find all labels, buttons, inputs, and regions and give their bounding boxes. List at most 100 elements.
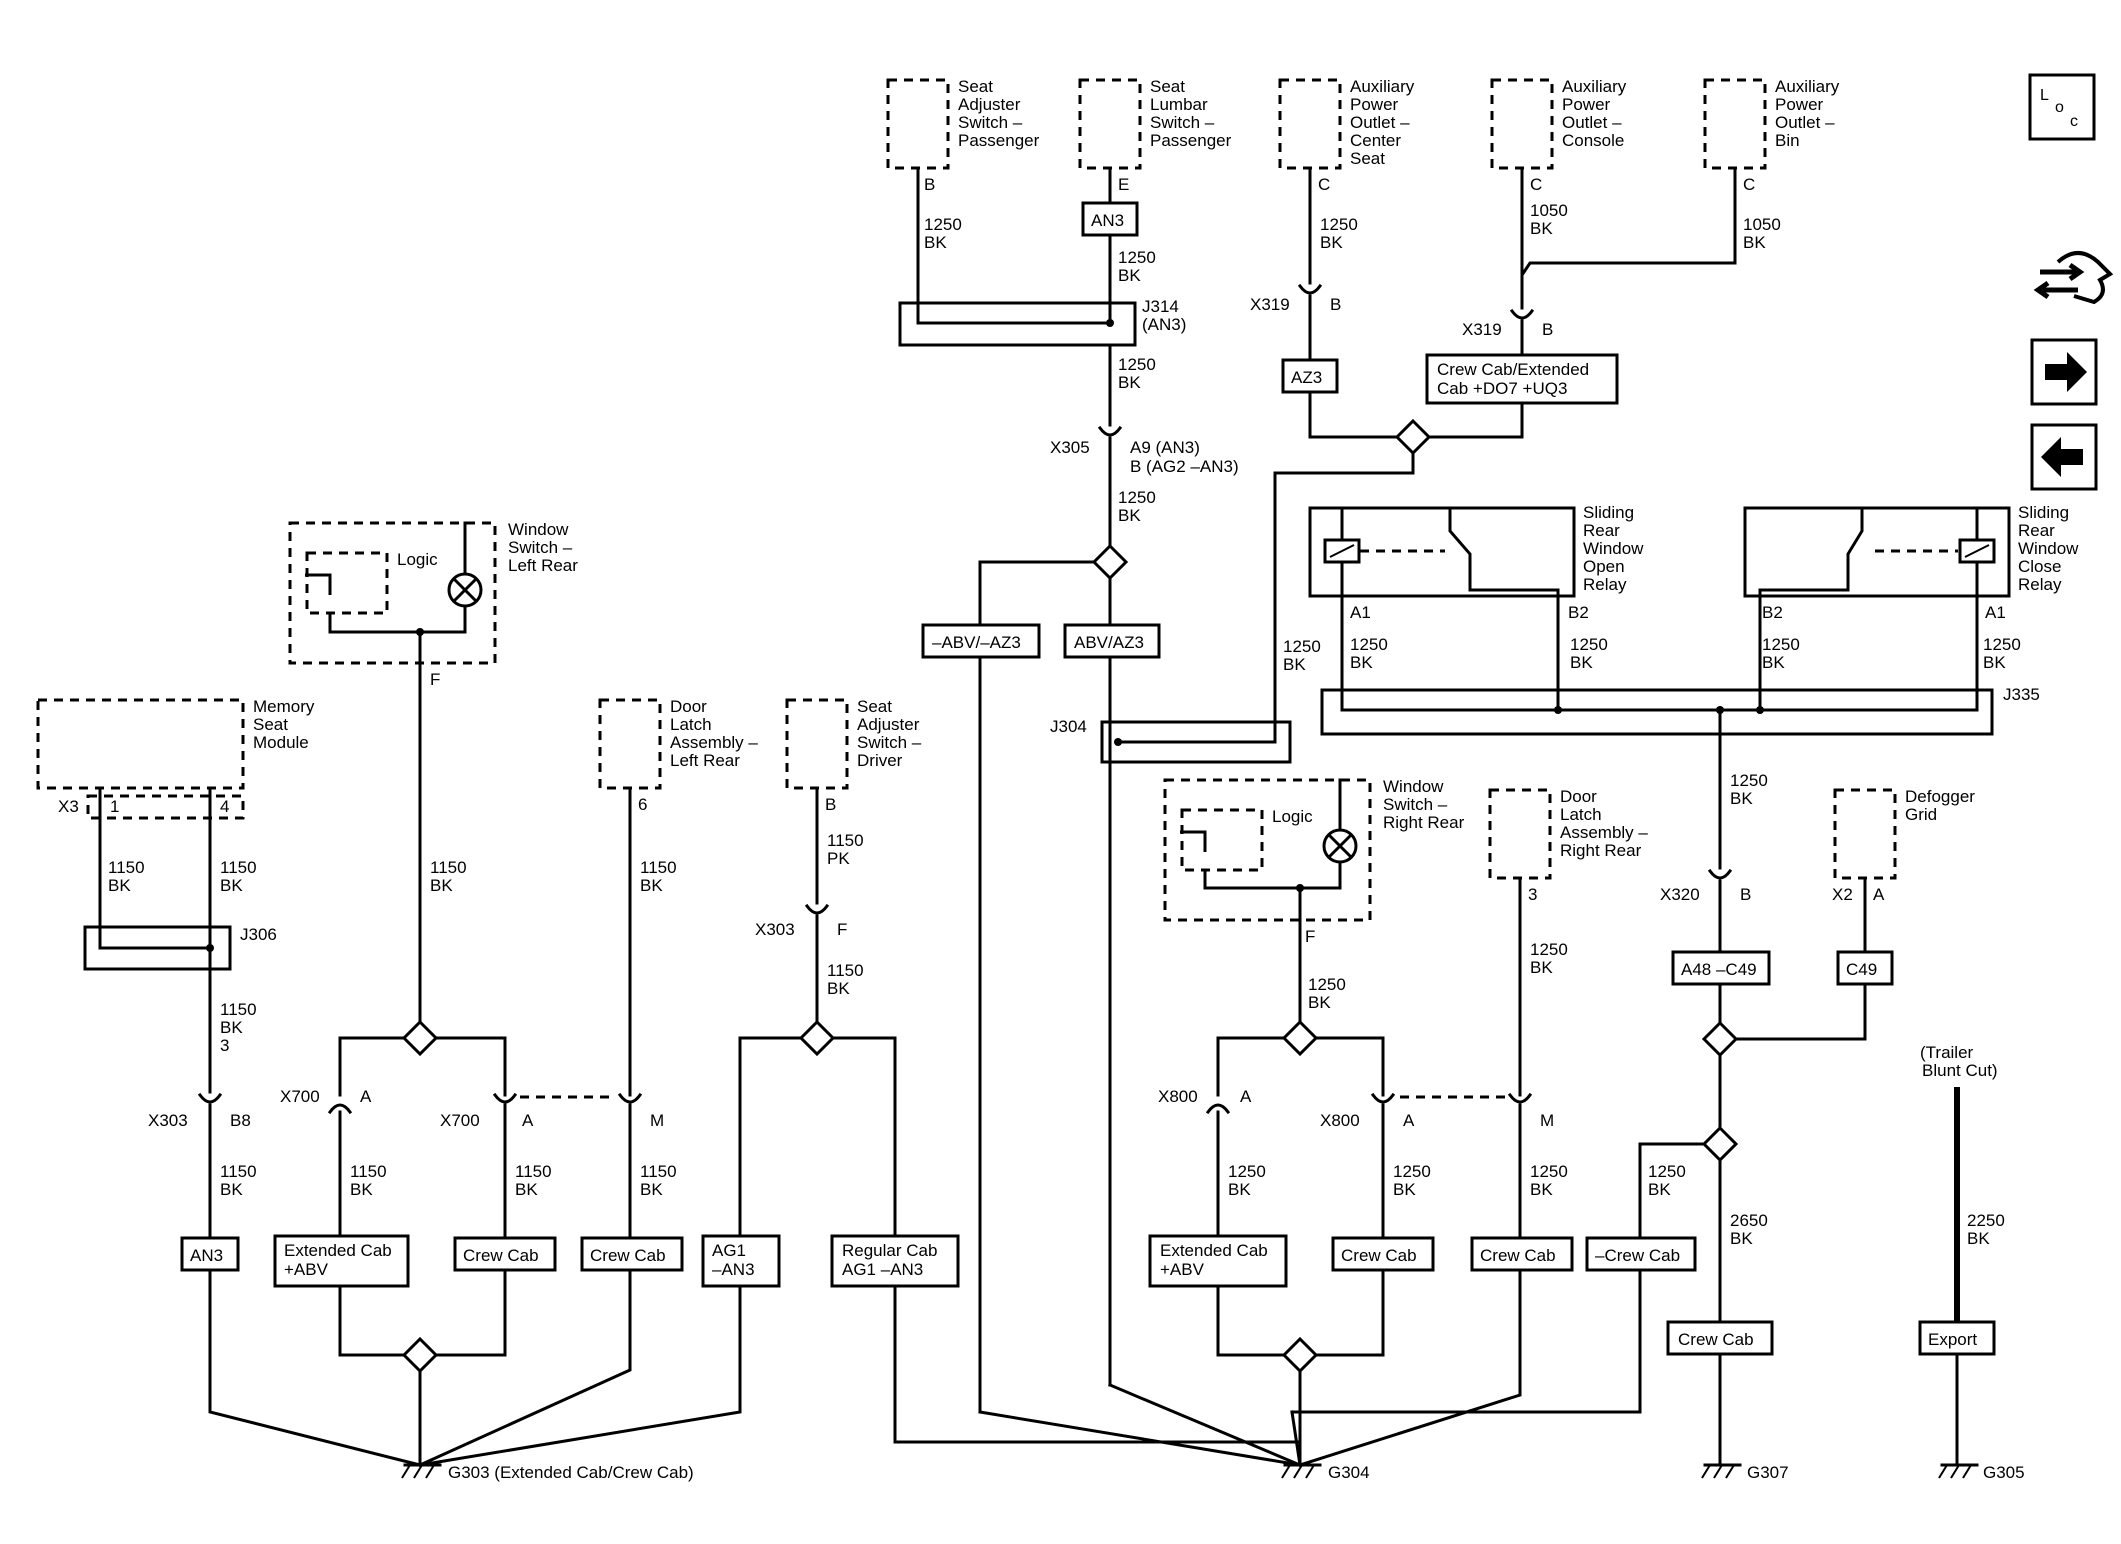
svg-text:Logic: Logic (1272, 807, 1313, 826)
svg-text:Seat: Seat (1150, 77, 1185, 96)
svg-text:BK: BK (220, 1180, 243, 1199)
svg-text:A: A (1240, 1087, 1252, 1106)
defogger-grid: Defogger Grid X2 A (1832, 787, 1975, 904)
svg-text:G305: G305 (1983, 1463, 2025, 1482)
connector-x319-right: X319 B (1462, 308, 1553, 339)
svg-text:BK: BK (350, 1180, 373, 1199)
svg-text:1250: 1250 (1118, 355, 1156, 374)
svg-text:Crew Cab: Crew Cab (1678, 1330, 1754, 1349)
svg-text:1250: 1250 (1570, 635, 1608, 654)
svg-text:BK: BK (1393, 1180, 1416, 1199)
svg-text:Cab +DO7 +UQ3: Cab +DO7 +UQ3 (1437, 379, 1567, 398)
svg-text:1150: 1150 (220, 1162, 257, 1181)
svg-text:BK: BK (220, 1018, 243, 1037)
svg-text:BK: BK (640, 1180, 663, 1199)
svg-text:Memory: Memory (253, 697, 315, 716)
option-box-az3: AZ3 (1281, 358, 1339, 394)
ground-g303: G303 (Extended Cab/Crew Cab) (401, 1463, 694, 1482)
arrow-left-button[interactable] (2030, 423, 2098, 491)
svg-text:1150: 1150 (515, 1162, 552, 1181)
svg-text:1250: 1250 (1283, 637, 1321, 656)
aux-power-outlet-bin: Auxiliary Power Outlet – Bin C 1050 BK (1703, 77, 1840, 252)
svg-text:Door: Door (1560, 787, 1597, 806)
svg-text:1250: 1250 (1530, 940, 1568, 959)
option-box-export: Export (1918, 1320, 1996, 1356)
svg-text:C: C (1743, 175, 1755, 194)
svg-text:AN3: AN3 (1091, 211, 1124, 230)
svg-text:A: A (1873, 885, 1885, 904)
svg-text:B: B (825, 795, 836, 814)
svg-text:Sliding: Sliding (2018, 503, 2069, 522)
svg-text:4: 4 (220, 797, 229, 816)
svg-text:C49: C49 (1846, 960, 1877, 979)
svg-text:Crew Cab/Extended: Crew Cab/Extended (1437, 360, 1589, 379)
svg-text:Crew Cab: Crew Cab (1341, 1246, 1417, 1265)
svg-text:B2: B2 (1568, 603, 1589, 622)
svg-text:X700: X700 (440, 1111, 480, 1130)
svg-text:1250: 1250 (1118, 488, 1156, 507)
svg-text:Passenger: Passenger (958, 131, 1040, 150)
connector-swap-icon[interactable] (2033, 251, 2114, 305)
svg-text:1250: 1250 (924, 215, 962, 234)
option-box-an3-lumbar: AN3 (1081, 201, 1139, 237)
svg-text:Window: Window (1583, 539, 1644, 558)
svg-text:1150: 1150 (640, 858, 677, 877)
svg-text:1: 1 (110, 797, 119, 816)
svg-text:1150: 1150 (220, 1000, 257, 1019)
svg-text:Window: Window (1383, 777, 1444, 796)
option-box-crew-cab-right-1: Crew Cab (1331, 1236, 1435, 1272)
svg-text:X305: X305 (1050, 438, 1090, 457)
svg-text:Relay: Relay (1583, 575, 1627, 594)
loc-button[interactable]: L o c (2028, 73, 2096, 141)
svg-text:B (AG2 –AN3): B (AG2 –AN3) (1130, 457, 1239, 476)
svg-text:Extended Cab: Extended Cab (284, 1241, 392, 1260)
svg-text:B: B (1330, 295, 1341, 314)
svg-text:1150: 1150 (827, 831, 864, 850)
svg-text:1050: 1050 (1743, 215, 1781, 234)
svg-text:Close: Close (2018, 557, 2061, 576)
svg-text:AG1: AG1 (712, 1241, 746, 1260)
option-box-neg-abv-az3: –ABV/–AZ3 (921, 623, 1041, 659)
svg-text:+ABV: +ABV (1160, 1260, 1205, 1279)
arrow-right-button[interactable] (2030, 338, 2098, 406)
ground-g304: G304 (1281, 1463, 1370, 1482)
svg-text:BK: BK (1648, 1180, 1671, 1199)
svg-text:Adjuster: Adjuster (958, 95, 1021, 114)
memory-seat-module: Memory Seat Module X3 1 4 1150 BK 1150 B… (36, 697, 315, 895)
svg-text:1150: 1150 (108, 858, 145, 877)
svg-text:A1: A1 (1985, 603, 2006, 622)
svg-text:Latch: Latch (1560, 805, 1602, 824)
connector-x700-a-right: X700 A (440, 1092, 534, 1130)
svg-text:Switch –: Switch – (857, 733, 922, 752)
connector-x320: X320 B (1660, 868, 1751, 904)
svg-text:–Crew Cab: –Crew Cab (1595, 1246, 1680, 1265)
svg-text:Center: Center (1350, 131, 1401, 150)
svg-text:6: 6 (638, 795, 647, 814)
svg-text:BK: BK (1350, 653, 1373, 672)
aux-power-outlet-center-seat: Auxiliary Power Outlet – Center Seat C 1… (1278, 77, 1415, 252)
ground-g307: G307 (1701, 1463, 1789, 1482)
svg-text:M: M (1540, 1111, 1554, 1130)
svg-text:X303: X303 (755, 920, 795, 939)
svg-text:Export: Export (1928, 1330, 1977, 1349)
svg-text:BK: BK (1308, 993, 1331, 1012)
svg-text:F: F (837, 920, 847, 939)
svg-text:Outlet –: Outlet – (1350, 113, 1410, 132)
svg-text:BK: BK (1730, 789, 1753, 808)
connector-x700-m: M (617, 1092, 664, 1130)
svg-text:X2: X2 (1832, 885, 1853, 904)
svg-text:Power: Power (1562, 95, 1611, 114)
svg-text:o: o (2055, 99, 2064, 116)
option-box-crew-cab-g307: Crew Cab (1666, 1320, 1774, 1356)
svg-text:Crew Cab: Crew Cab (590, 1246, 666, 1265)
loc-icon: L (2040, 87, 2049, 104)
svg-text:1150: 1150 (350, 1162, 387, 1181)
svg-text:Bin: Bin (1775, 131, 1800, 150)
svg-text:1250: 1250 (1762, 635, 1800, 654)
svg-text:Grid: Grid (1905, 805, 1937, 824)
svg-text:Rear: Rear (2018, 521, 2055, 540)
svg-text:1250: 1250 (1530, 1162, 1568, 1181)
window-switch-left-rear: Logic Window Switch – Left Rear F 1150 B… (288, 520, 578, 895)
arrow-right-icon (2045, 352, 2087, 392)
